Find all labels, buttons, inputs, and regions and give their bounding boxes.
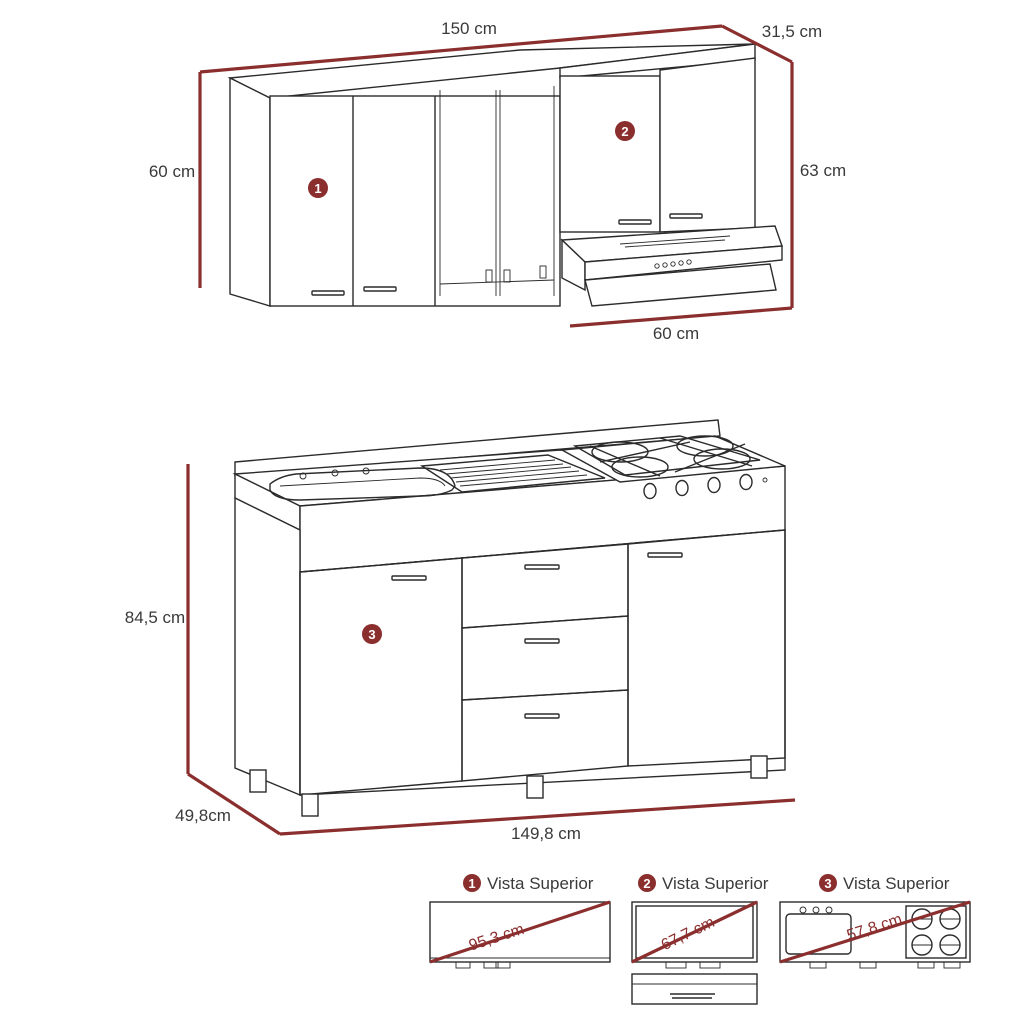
- top-view-3-title: Vista Superior: [843, 874, 950, 893]
- knob[interactable]: [643, 482, 657, 500]
- knob[interactable]: [739, 473, 753, 491]
- top-view-3: 3 Vista Superior 57,8 cm: [779, 874, 971, 969]
- stove-knobs: [643, 473, 768, 500]
- handle[interactable]: [363, 286, 397, 292]
- svg-text:3: 3: [824, 876, 831, 891]
- upper-module-1-front: [269, 95, 561, 307]
- top-view-2: 2 Vista Superior 67,7 cm: [631, 874, 769, 1005]
- marker-1: 1: [308, 178, 328, 198]
- dim-base-depth: 49,8cm: [175, 806, 231, 825]
- handle[interactable]: [524, 713, 560, 719]
- base-front: [299, 529, 786, 796]
- svg-text:2: 2: [621, 124, 628, 139]
- base-cabinet: [232, 419, 786, 817]
- leg: [750, 755, 768, 779]
- knob[interactable]: [675, 479, 689, 497]
- range-hood-glass: [584, 263, 777, 307]
- svg-text:3: 3: [368, 627, 375, 642]
- handle[interactable]: [391, 575, 427, 581]
- top-view-1-title: Vista Superior: [487, 874, 594, 893]
- handle[interactable]: [524, 564, 560, 570]
- handle[interactable]: [524, 638, 560, 644]
- range-hood-side: [561, 238, 586, 292]
- drain-board: [419, 454, 606, 493]
- upper-dimensions: [198, 24, 794, 328]
- svg-text:1: 1: [314, 181, 321, 196]
- handle[interactable]: [311, 290, 345, 296]
- dim-upper-depth: 31,5 cm: [762, 22, 822, 41]
- backsplash: [234, 419, 721, 477]
- stovetop: [559, 435, 786, 483]
- knob[interactable]: [707, 476, 721, 494]
- leg: [526, 775, 544, 799]
- marker-2: 2: [615, 121, 635, 141]
- base-dimensions: [186, 464, 796, 836]
- dim-hood-width: 60 cm: [653, 324, 699, 343]
- marker-3: 3: [362, 624, 382, 644]
- dim-base-height: 84,5 cm: [125, 608, 185, 627]
- handle[interactable]: [669, 213, 703, 219]
- upper-module-2-door-right: [659, 57, 756, 233]
- dim-upper-height-left: 60 cm: [149, 162, 195, 181]
- dim-upper-height-right: 63 cm: [800, 161, 846, 180]
- svg-text:2: 2: [643, 876, 650, 891]
- dim-base-width: 149,8 cm: [511, 824, 581, 843]
- handle[interactable]: [647, 552, 683, 558]
- dim-upper-width: 150 cm: [441, 19, 497, 38]
- svg-text:1: 1: [468, 876, 475, 891]
- top-view-2-title: Vista Superior: [662, 874, 769, 893]
- top-view-1: 1 Vista Superior 95,3 cm: [429, 874, 611, 969]
- sink-bowl: [269, 467, 456, 501]
- upper-cabinets: [227, 43, 783, 307]
- base-left-side: [234, 496, 301, 797]
- upper-module-2-door-left: [559, 75, 661, 233]
- upper-left-side: [229, 76, 271, 307]
- leg: [249, 769, 267, 793]
- leg: [301, 793, 319, 817]
- handle[interactable]: [618, 219, 652, 225]
